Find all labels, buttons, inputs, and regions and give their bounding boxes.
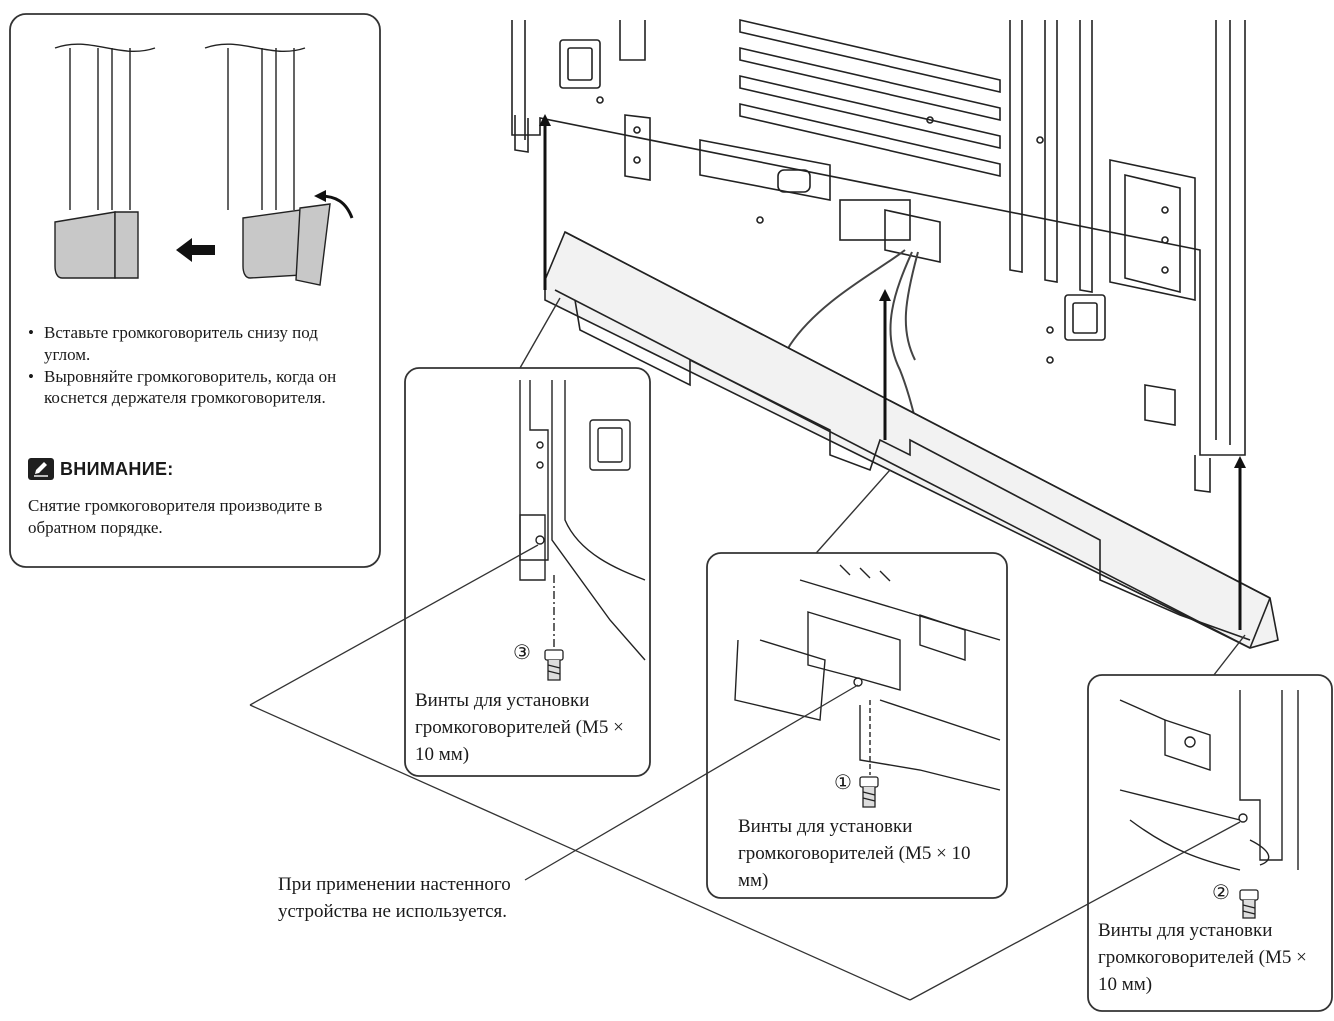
screw-3-number: ③ — [513, 640, 531, 664]
leader-panel-c — [809, 469, 891, 561]
bracket-detail-left — [519, 380, 646, 661]
panel-screw-3 — [404, 367, 651, 777]
screw-1-number: ① — [834, 770, 852, 794]
note-title: ВНИМАНИЕ: — [60, 458, 174, 479]
screw-2-number: ② — [1212, 880, 1230, 904]
wall-note-leaders — [249, 544, 1241, 1001]
leader-panel-d — [1209, 634, 1246, 681]
arrow-left-icon — [176, 238, 215, 262]
insert-steps-list: Вставьте громкоговоритель снизу под угло… — [28, 322, 368, 409]
screw-2-icon — [1239, 889, 1259, 919]
wall-mount-note: При применении настенного устройства не … — [278, 874, 511, 922]
screw-1-icon — [859, 776, 879, 808]
install-arrows — [539, 114, 1246, 630]
step-item: Вставьте громкоговоритель снизу под угло… — [28, 322, 368, 366]
tv-back — [511, 18, 1246, 493]
step-item: Выровняйте громкоговоритель, когда он ко… — [28, 366, 368, 410]
bracket-detail-center — [734, 564, 1001, 791]
speaker-bar — [544, 230, 1279, 649]
pencil-note-icon — [28, 458, 54, 480]
screw-1-label: Винты для установки громкоговорителей (M… — [738, 816, 971, 891]
panel-instructions — [9, 13, 381, 568]
panel-screw-1 — [706, 552, 1008, 899]
note-heading: ВНИМАНИЕ: — [28, 458, 174, 480]
curved-arrow-icon — [314, 190, 354, 219]
speaker-insert-illustration — [54, 43, 331, 286]
screw-3-icon — [544, 649, 564, 681]
screw-3-label: Винты для установки громкоговорителей (M… — [415, 690, 624, 765]
bracket-detail-right — [1119, 690, 1299, 871]
screw-2-label: Винты для установки громкоговорителей (M… — [1098, 920, 1307, 995]
panel-screw-2 — [1087, 674, 1333, 1012]
leader-panel-b — [519, 297, 561, 369]
note-text: Снятие громкоговорителя производите в об… — [28, 496, 323, 537]
